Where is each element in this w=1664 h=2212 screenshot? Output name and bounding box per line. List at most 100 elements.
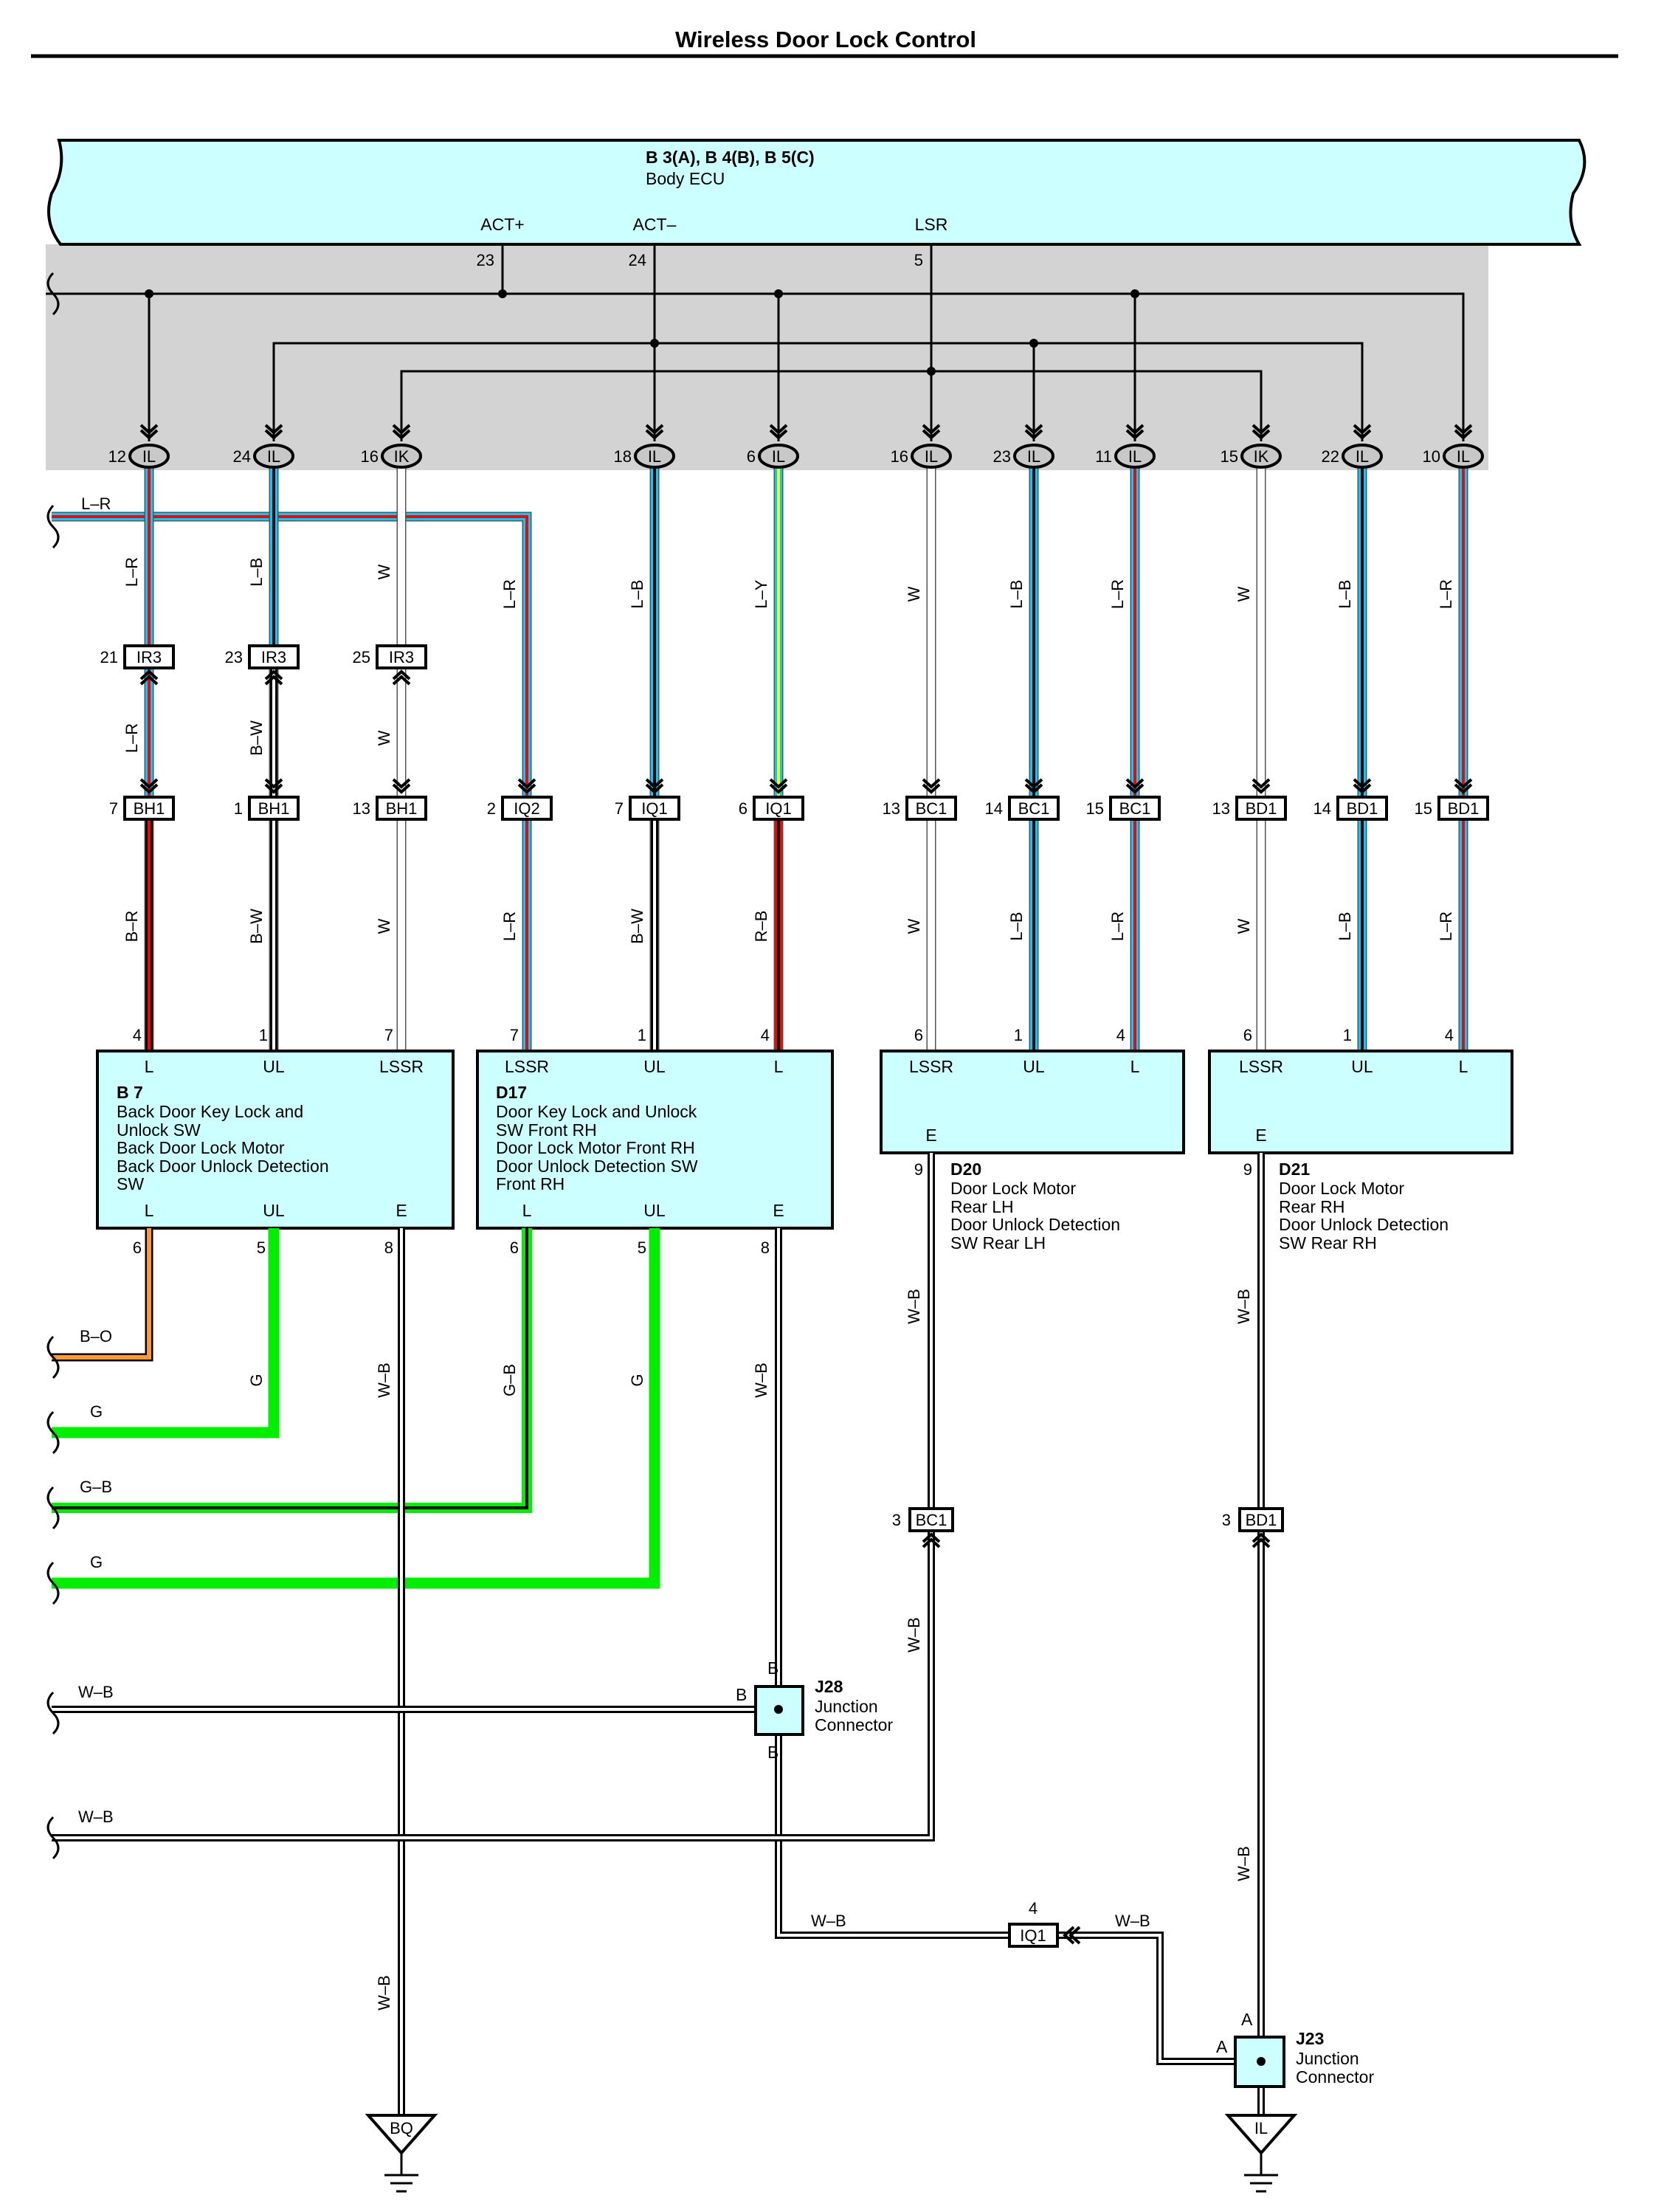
component-d17: 7 1 4 LSSR UL L D17 Door Key Lock and Un… — [476, 1026, 834, 1257]
pin-number: 1 — [259, 1026, 268, 1044]
wire-color-label: W — [375, 918, 393, 934]
connector-code: BH1 — [134, 799, 165, 818]
pin-number: 6 — [1243, 1026, 1252, 1044]
component-b7: 4 1 7 L UL LSSR B 7 Back Door Key Lock a… — [96, 1026, 455, 1257]
connector-chevron — [139, 669, 159, 686]
connector-chevron — [139, 424, 159, 440]
pin-label: LSSR — [505, 1057, 549, 1076]
connector-chevron — [392, 424, 411, 440]
connector-code: BH1 — [258, 799, 290, 818]
component-desc: Front RH — [496, 1174, 565, 1193]
pin-number: 7 — [510, 1026, 519, 1044]
ground-il: IL — [1224, 2114, 1298, 2193]
connector-chevron — [139, 778, 159, 794]
ecu-terminal-pin: 23 — [477, 251, 494, 269]
connector-code: IL — [648, 447, 661, 466]
connector-chevron — [264, 778, 283, 794]
pin-number: 12 — [108, 447, 126, 466]
connector-chevron — [264, 669, 283, 686]
pin-number: 4 — [1445, 1026, 1454, 1044]
pin-number: 6 — [510, 1238, 519, 1257]
wire-g — [52, 1228, 280, 1439]
pin-number: 6 — [739, 799, 748, 818]
wire-color-label: L–R — [1437, 579, 1455, 609]
pin-label: B — [736, 1685, 747, 1704]
component-desc: Junction — [1296, 2049, 1359, 2068]
component-desc: SW Rear LH — [950, 1233, 1046, 1253]
connector-chevron — [922, 778, 941, 794]
component-id: D21 — [1279, 1160, 1310, 1179]
wire-color-label: L–B — [1336, 912, 1354, 940]
connector-chevron — [769, 778, 788, 794]
pin-number: 3 — [892, 1511, 901, 1529]
pin-number: 21 — [100, 648, 118, 666]
pin-number: 14 — [1313, 799, 1331, 818]
connector-chevron — [922, 1532, 941, 1548]
pin-number: 7 — [109, 799, 118, 818]
connector-code: IQ1 — [1020, 1926, 1046, 1945]
wire-color-label: W — [905, 918, 923, 934]
ground-wires — [52, 1153, 1271, 2115]
wire-color-label: W–B — [811, 1912, 846, 1930]
component-id: J23 — [1296, 2029, 1324, 2048]
connector-code: IR3 — [389, 648, 414, 666]
wire-color-label: B–W — [247, 909, 266, 944]
wire-color-label: L–R — [500, 912, 519, 941]
connector-chevron — [645, 778, 664, 794]
connector-code: IQ1 — [765, 799, 791, 818]
component-id: D20 — [950, 1160, 981, 1179]
connector-code: BD1 — [1246, 799, 1277, 818]
wire-color-label: W–B — [1115, 1912, 1150, 1930]
wire-color-label: W — [375, 564, 393, 579]
connector-chevron — [1454, 424, 1473, 440]
connector-code: BC1 — [916, 1511, 947, 1529]
component-id: J28 — [815, 1677, 843, 1696]
pin-number: 11 — [1095, 447, 1112, 466]
pin-number: 6 — [747, 447, 756, 466]
component-desc: Door Lock Motor Front RH — [496, 1138, 695, 1157]
connector-il-18: IL 18 — [614, 424, 675, 469]
pin-number: 24 — [233, 447, 251, 466]
junction-dot — [145, 289, 1139, 376]
component-id: B 7 — [117, 1083, 143, 1102]
pin-number: 1 — [234, 799, 243, 818]
component-d20: 6 1 4 LSSR UL L E 9 D20 Door Lock Motor … — [880, 1026, 1185, 1253]
connector-code: IL — [1128, 447, 1142, 466]
connector-code: BD1 — [1246, 1511, 1277, 1529]
pin-label: LSSR — [379, 1057, 424, 1076]
connector-chevron — [392, 778, 411, 794]
pin-number: 13 — [883, 799, 900, 818]
connector-chevron — [1125, 778, 1145, 794]
wire-color-label: W–B — [905, 1617, 923, 1653]
pin-number: 7 — [615, 799, 624, 818]
pin-number: 9 — [914, 1160, 923, 1179]
pin-number: 18 — [614, 447, 632, 466]
wire-color-label: L–B — [247, 557, 266, 586]
component-d21: 6 1 4 LSSR UL L E 9 D21 Door Lock Motor … — [1208, 1026, 1513, 1253]
pin-label: L — [145, 1201, 154, 1220]
pin-number: 4 — [1029, 1899, 1038, 1918]
wire-color-label: L–Y — [752, 579, 770, 608]
component-desc: Back Door Unlock Detection — [117, 1157, 329, 1176]
pin-number: 6 — [914, 1026, 923, 1044]
pin-number: 4 — [761, 1026, 770, 1044]
pin-number: 15 — [1221, 447, 1238, 466]
pin-label: UL — [643, 1057, 666, 1076]
pin-number: 13 — [1212, 799, 1230, 818]
wire-break-mark — [46, 272, 60, 316]
connector-chevron — [1252, 1532, 1271, 1548]
wire-color-label: W–B — [78, 1808, 114, 1826]
pin-number: 16 — [361, 447, 379, 466]
lower-harness — [52, 1228, 660, 1589]
wire-color-label: L–R — [1108, 912, 1127, 941]
pin-label: UL — [1023, 1057, 1045, 1076]
ecu-terminal-pin: 24 — [629, 251, 646, 269]
wire-color-label: W–B — [1235, 1846, 1253, 1881]
